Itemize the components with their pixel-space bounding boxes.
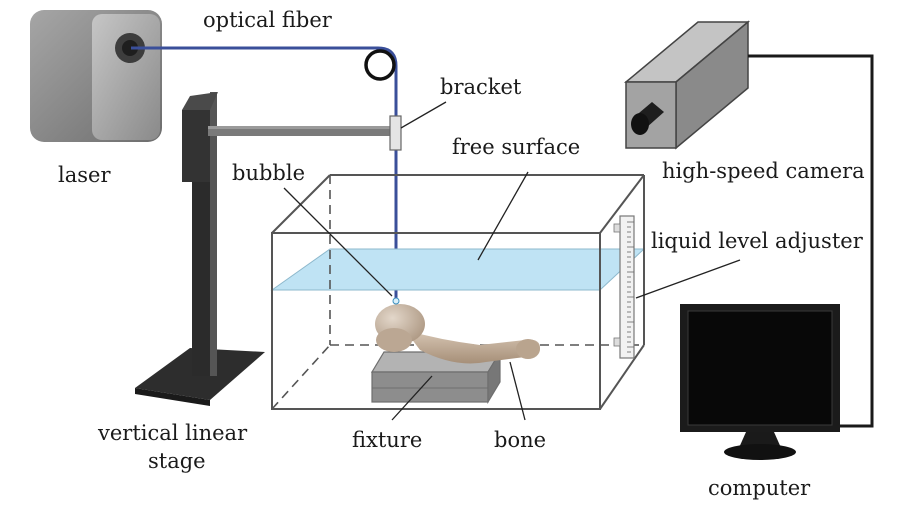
optical-fiber	[131, 46, 398, 300]
label-computer: computer	[708, 476, 811, 500]
label-laser: laser	[58, 163, 111, 187]
fixture	[370, 349, 502, 405]
camera-icon	[623, 20, 751, 150]
monitor-icon	[680, 304, 840, 460]
label-vertical-linear-stage-line1: vertical linear	[97, 421, 248, 445]
bone	[375, 304, 540, 364]
label-liquid-level-adjuster: liquid level adjuster	[651, 229, 864, 253]
label-bone: bone	[494, 428, 546, 452]
bubble	[392, 297, 400, 305]
label-optical-fiber: optical fiber	[203, 8, 333, 32]
bracket-clamp	[389, 115, 402, 151]
liquid-level-adjuster	[613, 215, 635, 359]
camera-computer-cable	[748, 54, 874, 428]
label-high-speed-camera: high-speed camera	[662, 159, 865, 183]
vertical-linear-stage	[135, 92, 394, 406]
free-surface-plane	[270, 248, 646, 291]
label-vertical-linear-stage-line2: stage	[148, 449, 206, 473]
laser-box-icon	[30, 10, 162, 142]
label-fixture: fixture	[352, 428, 422, 452]
label-bracket: bracket	[440, 75, 522, 99]
label-free-surface: free surface	[452, 135, 580, 159]
label-bubble: bubble	[232, 161, 305, 185]
fiber-coil	[364, 49, 396, 81]
leader-lines	[283, 101, 741, 421]
